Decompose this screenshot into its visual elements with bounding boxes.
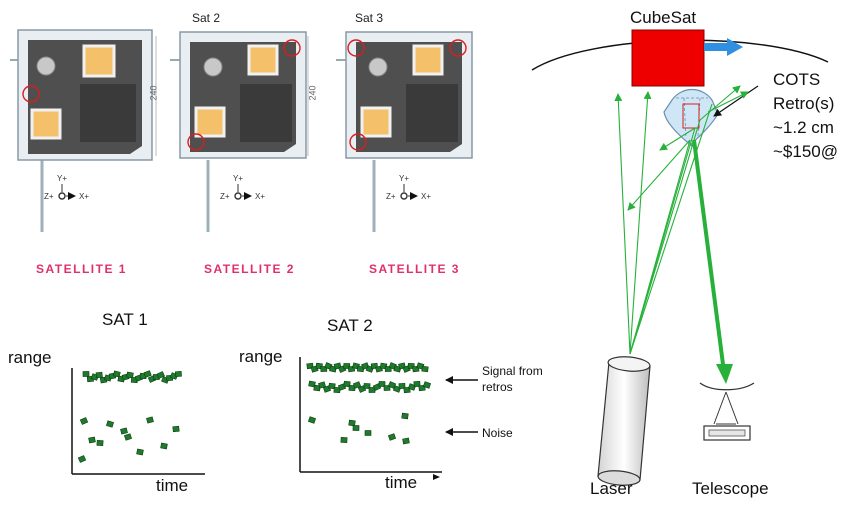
laser-beams <box>614 85 749 355</box>
scatter-point <box>160 442 168 450</box>
scatter-point <box>421 365 429 373</box>
laser-device <box>597 356 651 486</box>
scatter-point <box>88 436 96 444</box>
telescope-label: Telescope <box>692 479 769 498</box>
satellite-2-caption: SATELLITE 2 <box>204 262 295 276</box>
dimension-label: 240 <box>307 85 318 101</box>
scatter-point <box>402 437 410 445</box>
sat-3-top-label: Sat 3 <box>355 11 384 25</box>
scatter-point <box>112 370 121 378</box>
scatter-point <box>318 381 326 389</box>
noise-annotation: Noise <box>482 426 513 440</box>
cots-line-4: ~$150@ <box>773 142 839 161</box>
svg-text:Z+: Z+ <box>220 192 230 201</box>
scatter-point <box>378 381 386 387</box>
plot-sat1-ylabel: range <box>8 348 52 367</box>
svg-text:Y+: Y+ <box>57 174 67 183</box>
scatter-point <box>174 370 182 378</box>
scatter-point <box>352 425 360 431</box>
scatter-point <box>172 425 180 433</box>
scatter-point <box>126 371 134 379</box>
x-axis-end-arrow <box>433 474 440 480</box>
retro-circle <box>187 133 205 151</box>
svg-text:Z+: Z+ <box>44 192 54 201</box>
retro-circle <box>349 133 367 151</box>
satellite-3-layout: Y+ Z+ X+ <box>336 31 473 232</box>
plot-sat2-xlabel: time <box>385 473 418 492</box>
satellite-1-layout: Y+ Z+ X+ <box>10 29 157 232</box>
svg-text:X+: X+ <box>79 192 89 201</box>
plot-sat1 <box>71 368 205 475</box>
scatter-point <box>307 416 317 424</box>
cubesat-label: CubeSat <box>630 8 697 27</box>
cots-line-3: ~1.2 cm <box>773 118 834 137</box>
scatter-point <box>123 433 133 441</box>
scatter-point <box>96 439 104 447</box>
laser-label: Laser <box>590 479 633 498</box>
plot-sat1-xlabel: time <box>156 476 189 495</box>
retro-circle <box>22 85 40 103</box>
cubesat-body <box>631 29 705 87</box>
scatter-point <box>77 455 87 463</box>
scatter-point <box>363 383 371 389</box>
scatter-point <box>120 427 128 435</box>
cots-line-1: COTS <box>773 70 821 89</box>
satellite-1-caption: SATELLITE 1 <box>36 262 127 276</box>
svg-text:X+: X+ <box>255 192 265 201</box>
scatter-point <box>422 381 432 389</box>
svg-text:Y+: Y+ <box>233 174 243 183</box>
plot-sat1-title: SAT 1 <box>102 310 148 329</box>
scatter-point <box>143 370 152 378</box>
scatter-point <box>401 412 409 420</box>
sat-2-top-label: Sat 2 <box>192 11 221 25</box>
scatter-point <box>383 385 391 391</box>
satellite-3-caption: SATELLITE 3 <box>369 262 460 276</box>
plot-sat2-ylabel: range <box>239 347 283 366</box>
scatter-point <box>364 430 372 436</box>
scatter-point <box>95 371 103 379</box>
retro-circle <box>347 39 365 57</box>
scatter-point <box>348 419 356 427</box>
cots-line-2: Retro(s) <box>773 94 835 113</box>
scatter-point <box>387 433 397 441</box>
retro-pointer-arrow <box>713 85 759 117</box>
svg-text:Z+: Z+ <box>386 192 396 201</box>
return-beam-head <box>716 364 733 384</box>
retro-reflector <box>663 88 719 147</box>
scatter-point <box>146 416 154 424</box>
scatter-point <box>343 380 351 388</box>
plot-sat2 <box>299 357 442 480</box>
retro-circle <box>283 39 301 57</box>
scatter-point <box>340 437 348 443</box>
scatter-point <box>308 380 316 388</box>
scatter-point <box>156 371 165 379</box>
scatter-point <box>82 371 90 377</box>
scatter-point <box>398 383 406 389</box>
svg-text:X+: X+ <box>421 192 431 201</box>
telescope <box>699 382 755 441</box>
velocity-arrow <box>704 43 727 51</box>
dimension-label: 240 <box>148 85 159 101</box>
signal-annotation: Signal from retros <box>482 364 543 394</box>
scatter-point <box>352 381 362 389</box>
svg-text:Y+: Y+ <box>399 174 409 183</box>
scatter-point <box>136 448 144 456</box>
scatter-point <box>106 420 114 428</box>
scatter-point <box>413 380 421 388</box>
velocity-arrow-head <box>727 38 743 56</box>
return-beam <box>692 139 726 373</box>
satellite-2-layout: Y+ Z+ X+ <box>170 31 309 232</box>
scatter-point <box>79 417 89 425</box>
plot-sat2-title: SAT 2 <box>327 316 373 335</box>
retro-circle <box>449 39 467 57</box>
scatter-point <box>328 382 336 390</box>
